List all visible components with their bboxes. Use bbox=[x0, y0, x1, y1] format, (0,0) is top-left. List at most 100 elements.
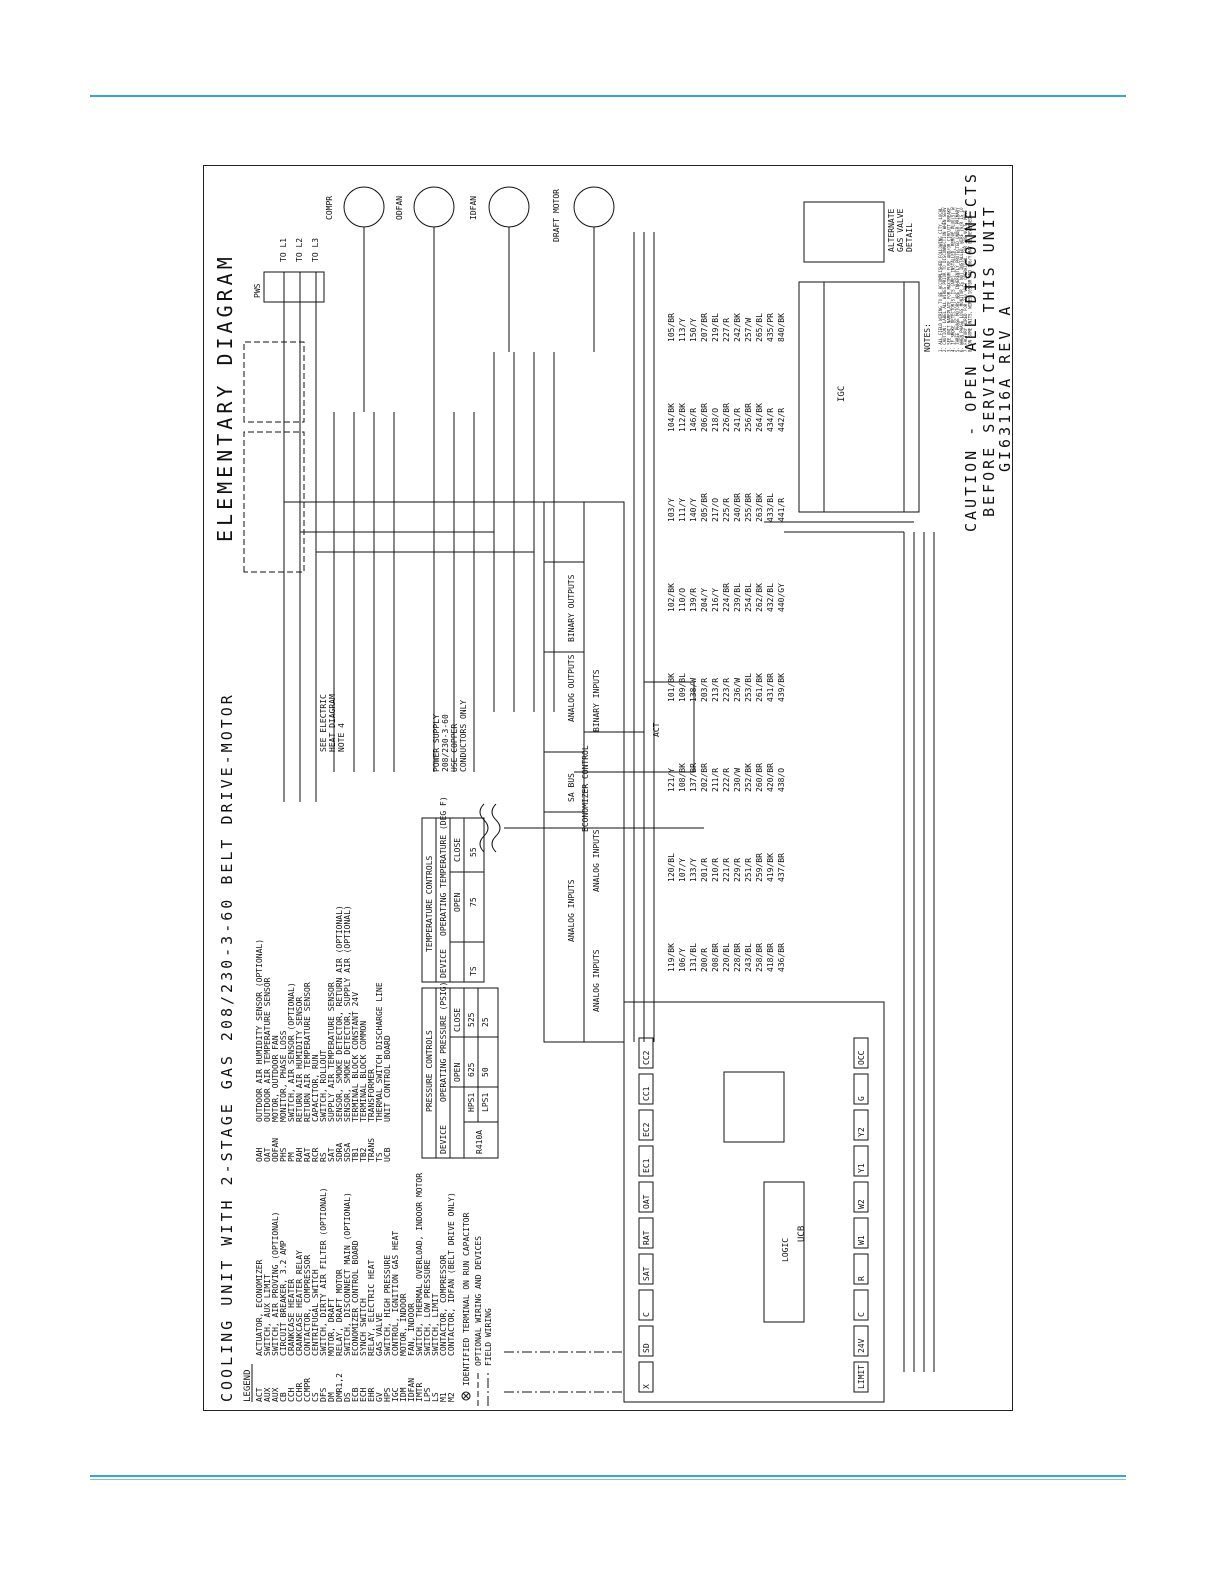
wire-label: 243/BL bbox=[744, 943, 753, 972]
legend-code: DFS bbox=[319, 1387, 328, 1402]
ucb-terminal-label: CC2 bbox=[642, 1050, 651, 1065]
power-wiring bbox=[243, 272, 555, 802]
wire-label: 205/BR bbox=[700, 493, 709, 522]
legend-desc: TERMINAL BLOCK CONSTANT 24V bbox=[351, 992, 360, 1122]
wire-label: 254/BL bbox=[744, 583, 753, 612]
wire-label: 112/BK bbox=[678, 403, 687, 432]
wire-label: 432/BL bbox=[766, 583, 775, 612]
legend-code: M1 bbox=[439, 1392, 448, 1402]
wire-label: 111/Y bbox=[678, 498, 687, 522]
ucb-terminal bbox=[638, 1145, 654, 1177]
ucb-terminal bbox=[638, 1289, 654, 1321]
ucb-terminal bbox=[853, 1289, 869, 1321]
draft-motor-icon bbox=[573, 186, 615, 228]
ucb-terminal-label: R bbox=[857, 1276, 866, 1281]
wire-label: 222/R bbox=[722, 768, 731, 792]
pressure-row2-device: LPS1 bbox=[481, 1093, 490, 1112]
line-terminals: TO L1 TO L2 TO L3 PWS bbox=[253, 238, 325, 303]
diagram-frame: COOLING UNIT WITH 2-STAGE GAS 208/230-3-… bbox=[203, 165, 1014, 1411]
ucb-terminal-label: RAT bbox=[642, 1230, 651, 1245]
note-line: 8. ON SOME UNITS, WIRES 105/BR AND 106/Y… bbox=[967, 215, 972, 352]
note-line: 4. IF SMOKE DETECTOR(S) IS (ARE) INSTALL… bbox=[951, 207, 956, 352]
ucb-terminal bbox=[853, 1037, 869, 1069]
legend-code: IMTR bbox=[415, 1383, 424, 1402]
ucb-terminal-label: SAT bbox=[642, 1266, 651, 1281]
odfan-motor-icon bbox=[413, 186, 455, 228]
legend-code: SDSA bbox=[343, 1143, 352, 1162]
ucb-terminal-label: Y1 bbox=[857, 1163, 866, 1173]
wire-label: 104/BK bbox=[667, 403, 676, 432]
wire-label: 106/Y bbox=[678, 948, 687, 972]
legend-desc: SWITCH, HIGH PRESSURE bbox=[383, 1255, 392, 1356]
legend-desc: MOTOR, OUTDOOR FAN bbox=[271, 1035, 280, 1122]
legend-desc: CONTROL, IGNITION GAS HEAT bbox=[391, 1231, 400, 1356]
legend-desc: SWITCH, DIRTY AIR FILTER (OPTIONAL) bbox=[319, 1187, 328, 1356]
legend-code: CS bbox=[311, 1392, 320, 1402]
eco-analog-inputs-left: ANALOG INPUTS bbox=[592, 949, 601, 1012]
idfan-label: IDFAN bbox=[469, 196, 478, 220]
pressure-header-open: OPEN bbox=[453, 1063, 462, 1082]
note-line: 2. CAUTION: LABEL ALL WIRES PRIOR TO DIS… bbox=[942, 207, 947, 352]
ucb-terminal-label: CC1 bbox=[642, 1086, 651, 1101]
bottom-rule bbox=[90, 1475, 1126, 1477]
logic-block bbox=[763, 1181, 805, 1323]
temp-title: TEMPERATURE CONTROLS bbox=[425, 855, 434, 952]
power-note-4: CONDUCTORS ONLY bbox=[459, 700, 468, 772]
wire-label: 251/R bbox=[744, 858, 753, 882]
legend-desc: TERMINAL BLOCK COMMON bbox=[359, 1021, 368, 1122]
wire-label: 203/R bbox=[700, 678, 709, 702]
wire-label: 435/PR bbox=[766, 313, 775, 342]
eco-sa-bus: SA BUS bbox=[567, 773, 576, 802]
heat-note-1: SEE ELECTRIC bbox=[319, 694, 328, 752]
legend-code: IDM bbox=[399, 1387, 408, 1402]
terminal-l3: TO L3 bbox=[311, 238, 320, 262]
legend-desc: SYNCH SWITCH bbox=[359, 1298, 368, 1356]
legend-code: HPS bbox=[383, 1387, 392, 1402]
legend-title: LEGEND bbox=[243, 1369, 253, 1402]
wire-label: 265/BL bbox=[755, 313, 764, 342]
legend-code: TB2 bbox=[359, 1147, 368, 1162]
wire-label: 204/Y bbox=[700, 588, 709, 612]
note-line: 5. THREE PHASE MOTORS ARE INHERENTLY PRO… bbox=[955, 207, 960, 352]
unit-control-board: UCB LOGIC LIMIT24VCRW1W2Y1Y2GOCCXSDCSATR… bbox=[623, 1001, 885, 1403]
legend-code: ECB bbox=[351, 1387, 360, 1402]
wire-label: 223/R bbox=[722, 678, 731, 702]
heat-note-2: HEAT DIAGRAM bbox=[328, 694, 337, 752]
power-note-1: POWER SUPPLY bbox=[432, 714, 441, 772]
terminal-l1: TO L1 bbox=[279, 238, 288, 262]
symbol-key: IDENTIFIED TERMINAL ON RUN CAPACITOR OPT… bbox=[461, 1212, 493, 1406]
pressure-controls-table: PRESSURE CONTROLS DEVICE OPERATING PRESS… bbox=[421, 982, 499, 1159]
legend-code: DM bbox=[327, 1392, 336, 1402]
symbol-optional-wiring: OPTIONAL WIRING AND DEVICES bbox=[474, 1236, 483, 1366]
legend-desc: CENTRIFUGAL SWITCH bbox=[311, 1269, 320, 1356]
idfan-motor-icon bbox=[488, 186, 530, 228]
wire-label: 108/BK bbox=[678, 763, 687, 792]
legend-code: SDRA bbox=[335, 1143, 344, 1162]
legend-desc: SUPPLY AIR TEMPERATURE SENSOR bbox=[327, 982, 336, 1122]
wire-label: 206/BR bbox=[700, 403, 709, 432]
legend-desc: TRANSFORMER bbox=[367, 1069, 376, 1122]
caution-line-2: BEFORE SERVICING THIS UNIT bbox=[980, 204, 998, 517]
wire-label: 258/BR bbox=[755, 943, 764, 972]
legend-desc: RETURN AIR HUMIDITY SENSOR bbox=[295, 997, 304, 1122]
wire-label: 226/BR bbox=[722, 403, 731, 432]
legend-desc: SWITCH, THERMAL OVERLOAD, INDOOR MOTOR bbox=[415, 1173, 424, 1356]
legend-code: TB1 bbox=[351, 1147, 360, 1162]
ucb-terminal-label: Y2 bbox=[857, 1127, 866, 1137]
legend-desc: SWITCH, LOW PRESSURE bbox=[423, 1259, 432, 1356]
pressure-row2-close: 25 bbox=[481, 1017, 490, 1027]
legend-code: CCMPR bbox=[303, 1378, 312, 1402]
heat-note-3: NOTE 4 bbox=[337, 723, 346, 752]
legend-code: AUX bbox=[271, 1387, 280, 1402]
wire-label: 438/O bbox=[777, 768, 786, 792]
ucb-terminal-label: LIMIT bbox=[857, 1365, 866, 1389]
wire-label: 120/BL bbox=[667, 853, 676, 882]
symbol-identified-terminal: IDENTIFIED TERMINAL ON RUN CAPACITOR bbox=[462, 1212, 471, 1386]
legend-code: DMR1,2 bbox=[335, 1373, 344, 1402]
legend-code: GV bbox=[375, 1392, 384, 1402]
wire-label: 221/R bbox=[722, 858, 731, 882]
wire-label: 109/BL bbox=[678, 673, 687, 702]
wire-label: 259/BR bbox=[755, 853, 764, 882]
